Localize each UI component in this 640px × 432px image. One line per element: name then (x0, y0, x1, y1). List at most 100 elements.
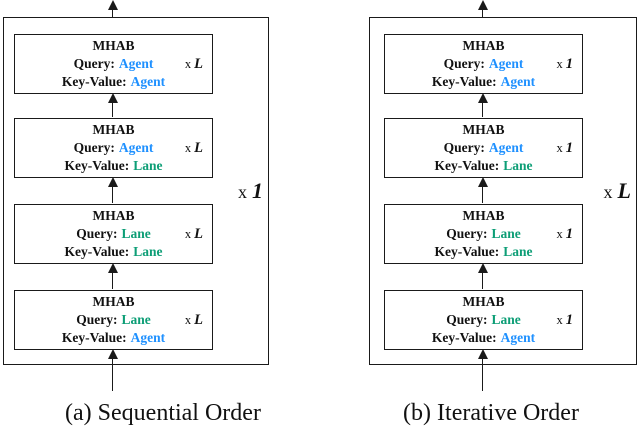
outer-multiplier-value: L (617, 178, 631, 203)
multiplier-x: x (184, 141, 192, 155)
multiplier-x: x (556, 313, 563, 327)
query-label: Query: (73, 56, 115, 71)
keyvalue-label: Key-Value: (61, 330, 127, 345)
query-value: Lane (121, 226, 151, 241)
block-query-line: Query:Agent (385, 55, 582, 73)
keyvalue-value: Lane (503, 244, 533, 259)
query-value: Agent (488, 140, 524, 155)
multiplier-x: x (556, 227, 563, 241)
arrow-up-icon (107, 177, 118, 203)
outer-multiplier-x: x (238, 182, 247, 202)
multiplier-value: L (194, 140, 203, 156)
query-value: Lane (121, 312, 151, 327)
keyvalue-value: Lane (133, 244, 163, 259)
keyvalue-value: Agent (500, 330, 536, 345)
block-title: MHAB (462, 122, 505, 137)
query-label: Query: (76, 312, 118, 327)
block-keyvalue-line: Key-Value:Lane (385, 157, 582, 175)
multiplier-value: L (194, 226, 203, 242)
arrowhead-icon (477, 93, 488, 103)
multiplier-value: L (194, 312, 203, 328)
keyvalue-value: Lane (503, 158, 533, 173)
query-label: Query: (446, 312, 488, 327)
block-keyvalue-line: Key-Value:Agent (385, 73, 582, 91)
multiplier-value: 1 (565, 140, 573, 156)
block-query-line: Query:Agent (385, 139, 582, 157)
block-keyvalue-line: Key-Value:Lane (385, 243, 582, 261)
input-arrow-up-icon (107, 349, 118, 391)
arrow-up-icon (107, 263, 118, 289)
query-value: Lane (491, 312, 521, 327)
caption-iterative-order: (b) Iterative Order (403, 400, 579, 426)
query-label: Query: (446, 226, 488, 241)
block-keyvalue-line: Key-Value:Lane (15, 243, 212, 261)
multiplier-value: 1 (565, 56, 573, 72)
block-title: MHAB (92, 38, 135, 53)
block-query-line: Query:Lane (385, 225, 582, 243)
block-keyvalue-line: Key-Value:Agent (385, 329, 582, 347)
query-value: Lane (491, 226, 521, 241)
keyvalue-value: Agent (130, 74, 166, 89)
block-query-line: Query:Lane (385, 311, 582, 329)
block-query-line: Query:Lane (15, 311, 212, 329)
block-title: MHAB (462, 208, 505, 223)
arrowhead-icon (477, 263, 488, 273)
arrowhead-icon (107, 0, 118, 10)
multiplier-value: 1 (565, 312, 573, 328)
arrowhead-icon (477, 0, 488, 10)
multiplier-x: x (184, 313, 192, 327)
arrowhead-icon (107, 349, 118, 359)
multiplier-x: x (556, 141, 563, 155)
keyvalue-label: Key-Value: (434, 244, 500, 259)
arrowhead-icon (477, 349, 488, 359)
block-keyvalue-line: Key-Value:Lane (15, 157, 212, 175)
caption-sequential-order: (a) Sequential Order (65, 400, 261, 426)
outer-multiplier-x: x (603, 182, 613, 202)
block-query-line: Query:Lane (15, 225, 212, 243)
keyvalue-label: Key-Value: (61, 74, 127, 89)
keyvalue-value: Lane (133, 158, 163, 173)
keyvalue-label: Key-Value: (64, 244, 130, 259)
query-label: Query: (76, 226, 118, 241)
multiplier-x: x (184, 57, 192, 71)
arrow-up-icon (477, 177, 488, 203)
keyvalue-value: Agent (500, 74, 536, 89)
multiplier-value: L (194, 56, 203, 72)
arrow-up-icon (477, 93, 488, 117)
keyvalue-label: Key-Value: (64, 158, 130, 173)
arrow-up-icon (107, 93, 118, 117)
arrowhead-icon (107, 263, 118, 273)
input-arrow-up-icon (477, 349, 488, 391)
query-label: Query: (443, 56, 485, 71)
arrowhead-icon (107, 177, 118, 187)
arrowhead-icon (107, 93, 118, 103)
block-title: MHAB (92, 208, 135, 223)
query-value: Agent (488, 56, 524, 71)
query-label: Query: (443, 140, 485, 155)
block-query-line: Query:Agent (15, 139, 212, 157)
block-title: MHAB (462, 38, 505, 53)
block-keyvalue-line: Key-Value:Agent (15, 73, 212, 91)
block-keyvalue-line: Key-Value:Agent (15, 329, 212, 347)
outer-multiplier-value: 1 (252, 178, 263, 203)
keyvalue-label: Key-Value: (431, 330, 497, 345)
keyvalue-label: Key-Value: (431, 74, 497, 89)
multiplier-x: x (184, 227, 192, 241)
